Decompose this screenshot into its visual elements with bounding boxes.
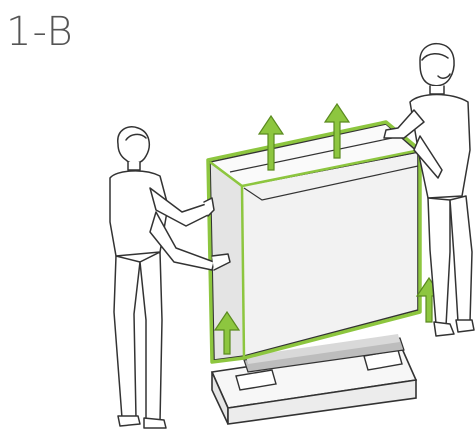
carton-box — [208, 122, 420, 362]
